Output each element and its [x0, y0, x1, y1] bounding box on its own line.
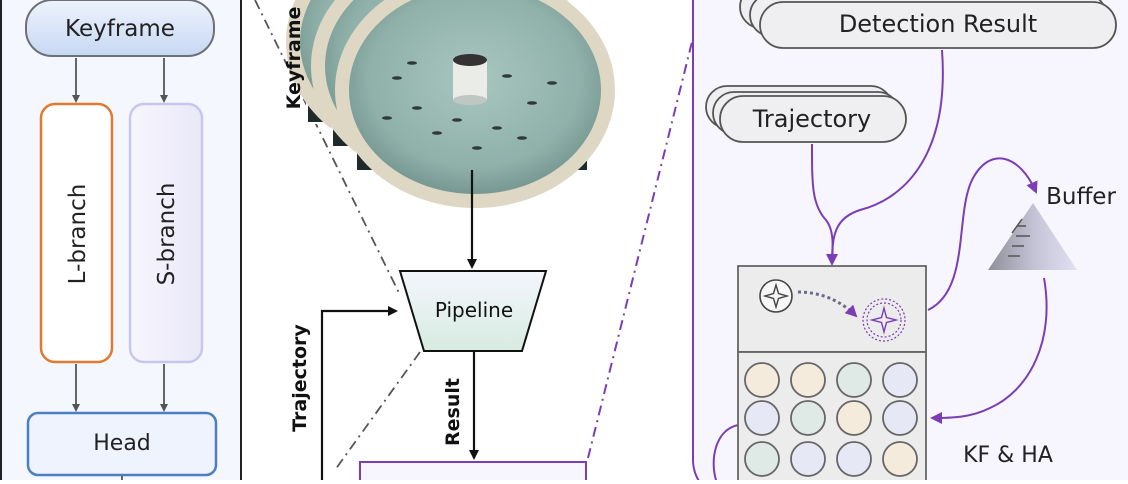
buffer-label: Buffer	[1046, 184, 1116, 210]
grid-circle	[836, 441, 872, 477]
grid-circle	[744, 441, 780, 477]
target-star-icon	[862, 298, 906, 342]
keyframe-image-stack	[286, 0, 615, 208]
arrow-buffer-to-grid	[930, 277, 1048, 424]
result-label: Result	[442, 378, 464, 446]
left-panel	[0, 0, 242, 484]
head-label: Head	[93, 431, 151, 456]
compass-star-icon	[759, 279, 793, 313]
grid-circle	[882, 400, 918, 436]
grid-circle	[836, 362, 872, 398]
arrow-grid-loop-left	[712, 424, 739, 481]
keyframe-node: Keyframe	[25, 0, 215, 57]
detection-result-stack: Detection Result	[739, 0, 1117, 49]
pipeline-label: Pipeline	[435, 298, 513, 322]
keyframe-label: Keyframe	[65, 16, 175, 42]
s-branch-node: S-branch	[128, 102, 204, 364]
detection-result-label: Detection Result	[839, 10, 1037, 38]
dotted-match-arrow	[797, 290, 858, 318]
buffer-icon	[988, 203, 1077, 270]
kf-ha-label: KF & HA	[963, 443, 1053, 468]
grid-circle	[790, 400, 826, 436]
dashdot-connector-top-left	[254, 0, 401, 296]
arrow-module-to-buffer	[927, 157, 1038, 311]
grid-circle	[882, 362, 918, 398]
result-box	[359, 461, 587, 484]
trajectory-stack: Trajectory	[705, 85, 907, 143]
s-branch-label: S-branch	[154, 183, 180, 286]
arrow-trajectory-to-module	[811, 143, 834, 265]
grid-circle	[836, 400, 872, 436]
grid-circle	[790, 362, 826, 398]
pipeline-node: Pipeline	[398, 270, 548, 352]
trajectory-label: Trajectory	[752, 105, 872, 133]
matching-module	[737, 265, 927, 353]
kf-ha-grid	[737, 351, 927, 484]
keyframe-vertical-label: Keyframe	[283, 7, 305, 110]
grid-circle	[744, 362, 780, 398]
trajectory-feedback-line	[320, 306, 398, 480]
arrow-detection-to-module	[826, 49, 944, 266]
grid-circle	[744, 400, 780, 436]
dashdot-connector-pipeline-bottom	[334, 351, 421, 471]
grid-circle	[882, 441, 918, 477]
head-node: Head	[26, 411, 218, 477]
grid-circle	[790, 441, 826, 477]
l-branch-label: L-branch	[65, 184, 91, 285]
l-branch-node: L-branch	[39, 102, 114, 364]
trajectory-vertical-label: Trajectory	[289, 324, 311, 432]
